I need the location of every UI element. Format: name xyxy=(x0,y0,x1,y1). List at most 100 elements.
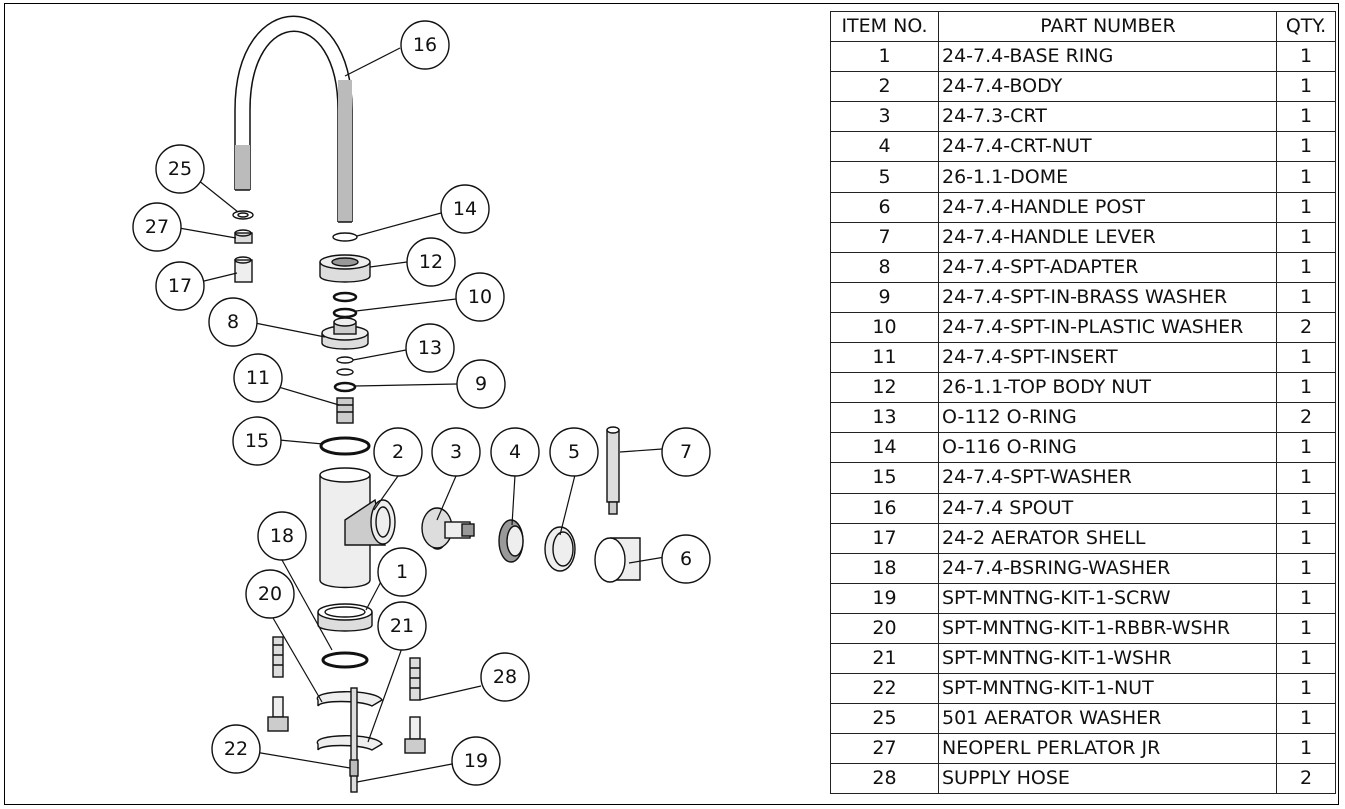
qty-cell: 1 xyxy=(1276,582,1336,614)
item-no-cell: 27 xyxy=(830,733,939,765)
item-no-cell: 3 xyxy=(830,101,939,133)
base-ring-washer-part xyxy=(321,651,369,669)
item-no-cell: 15 xyxy=(830,462,939,494)
balloon-4-label: 4 xyxy=(509,441,521,463)
balloon-7-label: 7 xyxy=(680,441,692,463)
qty-cell: 1 xyxy=(1276,492,1336,524)
balloon-3 xyxy=(431,427,481,477)
part-number-cell: 24-7.4-CRT-NUT xyxy=(938,131,1277,163)
item-no-cell: 21 xyxy=(830,642,939,675)
qty-cell: 1 xyxy=(1276,372,1336,404)
item-no-cell: 16 xyxy=(830,492,939,524)
drawing-border xyxy=(4,3,1339,805)
balloon-1-label: 1 xyxy=(396,561,408,583)
balloon-21-label: 21 xyxy=(390,615,414,637)
qty-cell: 1 xyxy=(1276,703,1336,735)
item-no-cell: 8 xyxy=(830,251,939,283)
part-number-cell: 501 AERATOR WASHER xyxy=(938,703,1277,735)
item-no-cell: 1 xyxy=(830,41,939,73)
part-number-cell: 24-7.3-CRT xyxy=(938,101,1277,133)
item-no-cell: 4 xyxy=(830,131,939,163)
balloon-25 xyxy=(155,144,205,194)
qty-cell: 1 xyxy=(1276,71,1336,103)
balloon-7 xyxy=(661,427,711,477)
part-number-cell: 24-7.4-BASE RING xyxy=(938,41,1277,73)
balloon-17-label: 17 xyxy=(168,275,192,297)
item-no-cell: 6 xyxy=(830,191,939,223)
qty-cell: 1 xyxy=(1276,432,1336,464)
cartridge-part xyxy=(421,507,475,550)
part-number-cell: 24-7.4-BSRING-WASHER xyxy=(938,552,1277,584)
base-ring-part xyxy=(317,603,373,632)
balloon-5-label: 5 xyxy=(568,441,580,463)
qty-cell: 2 xyxy=(1276,311,1336,344)
mounting-washer-part xyxy=(316,735,383,751)
item-no-cell: 17 xyxy=(830,522,939,554)
part-number-cell: 26-1.1-DOME xyxy=(938,161,1277,193)
qty-cell: 1 xyxy=(1276,221,1336,253)
part-number-cell: 24-2 AERATOR SHELL xyxy=(938,522,1277,554)
item-no-cell: 9 xyxy=(830,281,939,313)
balloon-28 xyxy=(480,652,530,702)
mounting-rubber-washer-part xyxy=(316,691,383,707)
item-no-cell: 11 xyxy=(830,342,939,374)
item-no-cell: 12 xyxy=(830,372,939,404)
part-number-cell: 26-1.1-TOP BODY NUT xyxy=(938,372,1277,404)
qty-cell: 1 xyxy=(1276,191,1336,223)
item-no-cell: 20 xyxy=(830,612,939,644)
balloon-9-label: 9 xyxy=(475,373,487,395)
balloon-16 xyxy=(400,20,450,70)
part-number-cell: SPT-MNTNG-KIT-1-WSHR xyxy=(938,642,1277,675)
qty-cell: 1 xyxy=(1276,673,1336,705)
qty-cell: 1 xyxy=(1276,612,1336,644)
qty-cell: 2 xyxy=(1276,402,1336,434)
body-part xyxy=(319,467,396,589)
part-number-cell: 24-7.4 SPOUT xyxy=(938,492,1277,524)
balloon-25-label: 25 xyxy=(168,158,192,180)
item-no-header: ITEM NO. xyxy=(830,10,939,43)
item-no-cell: 25 xyxy=(830,703,939,735)
balloon-1 xyxy=(377,547,427,597)
balloon-8-label: 8 xyxy=(227,311,239,333)
balloon-5 xyxy=(549,427,599,477)
balloon-14-label: 14 xyxy=(453,198,477,220)
qty-cell: 1 xyxy=(1276,161,1336,193)
balloon-28-label: 28 xyxy=(493,666,517,688)
part-number-header: PART NUMBER xyxy=(938,10,1277,43)
qty-cell: 1 xyxy=(1276,462,1336,494)
spout-part xyxy=(234,15,353,223)
part-number-cell: O-112 O-RING xyxy=(938,402,1277,434)
balloon-13-label: 13 xyxy=(418,337,442,359)
part-number-cell: SPT-MNTNG-KIT-1-NUT xyxy=(938,673,1277,705)
item-no-cell: 14 xyxy=(830,432,939,464)
part-number-cell: 24-7.4-SPT-IN-PLASTIC WASHER xyxy=(938,311,1277,344)
qty-cell: 1 xyxy=(1276,642,1336,675)
qty-cell: 1 xyxy=(1276,342,1336,374)
aerator-shell-part xyxy=(234,256,253,283)
item-no-cell: 7 xyxy=(830,221,939,253)
balloon-11 xyxy=(233,353,283,403)
qty-cell: 1 xyxy=(1276,101,1336,133)
balloon-16-label: 16 xyxy=(413,34,437,56)
balloon-9 xyxy=(456,359,506,409)
balloon-14 xyxy=(440,184,490,234)
balloon-6-label: 6 xyxy=(680,548,692,570)
